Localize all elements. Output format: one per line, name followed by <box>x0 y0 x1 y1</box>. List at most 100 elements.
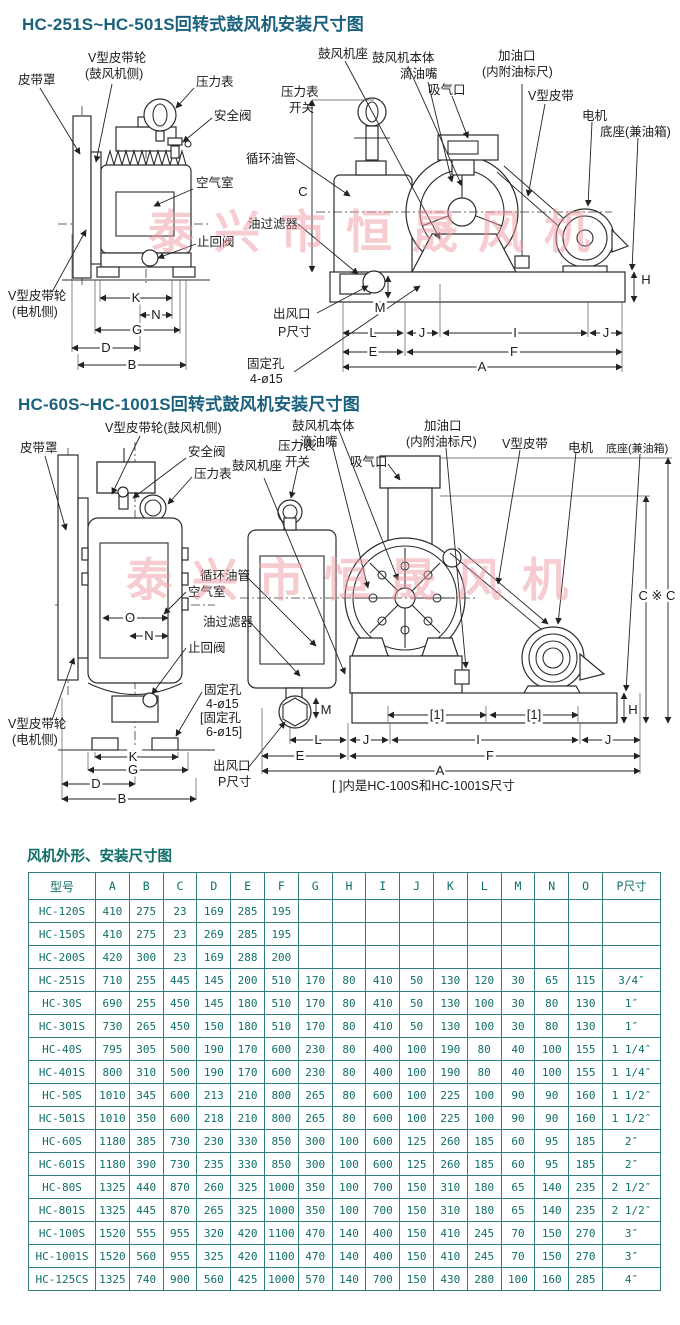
dim-cell <box>399 945 434 969</box>
dim-cell: 115 <box>568 968 603 992</box>
dim-cell: 795 <box>95 1037 130 1061</box>
dim-cell: 245 <box>466 1244 502 1268</box>
dim-cell: 270 <box>568 1221 603 1245</box>
dim-cell: 170 <box>297 991 333 1015</box>
gauge-switch-label2: 开关 <box>289 101 314 115</box>
dim-cell: 100 <box>466 1083 502 1107</box>
dim-cell: 30 <box>500 991 536 1015</box>
dim-cell: 90 <box>500 1083 536 1107</box>
dim-cell: 300 <box>128 945 164 969</box>
dim-cell: 80 <box>331 1106 367 1130</box>
dim-cell: 2″ <box>602 1129 661 1153</box>
model-cell: HC-200S <box>28 945 96 969</box>
dim-cell: 130 <box>568 991 603 1015</box>
dim-cell: 65 <box>500 1198 536 1222</box>
dim-B: B <box>128 357 137 372</box>
check-valve-label: 止回阀 <box>188 641 226 655</box>
dim-cell: 800 <box>263 1083 299 1107</box>
model-cell: HC-601S <box>28 1152 96 1176</box>
fixing-holes-label2: 4-ø15 <box>250 372 283 386</box>
dim-cell: 385 <box>128 1129 164 1153</box>
dim-cell: 350 <box>128 1106 164 1130</box>
dim-cell: 100 <box>399 1060 434 1084</box>
col-header: N <box>534 872 570 900</box>
dim-cell: 80 <box>331 968 367 992</box>
model-cell: HC-40S <box>28 1037 96 1061</box>
model-cell: HC-30S <box>28 991 96 1015</box>
dim-cell: 170 <box>297 1014 333 1038</box>
dim-cell: 400 <box>365 1037 401 1061</box>
v-pulley-motor-label: V型皮带轮 <box>8 717 66 731</box>
dim-cell: 130 <box>432 991 468 1015</box>
dim-cell: 190 <box>432 1060 468 1084</box>
dim-cell: 50 <box>399 968 434 992</box>
dim-D: D <box>91 776 100 791</box>
dim-cell: 330 <box>230 1152 265 1176</box>
dim-cell: 270 <box>568 1244 603 1268</box>
circ-oil-pipe-label: 循环油管 <box>200 568 250 583</box>
dim-cell: 1000 <box>263 1267 299 1291</box>
col-header: I <box>365 872 401 900</box>
dim-cell: 100 <box>466 1014 502 1038</box>
dim-cell: 600 <box>365 1152 401 1176</box>
model-cell: HC-80S <box>28 1175 96 1199</box>
dim-cell: 3″ <box>602 1221 661 1245</box>
dim-cell <box>331 945 367 969</box>
dim-cell: 1010 <box>95 1106 130 1130</box>
dim-cell: 500 <box>162 1037 198 1061</box>
col-header: H <box>331 872 367 900</box>
diagram2-dimension-lines <box>61 457 672 803</box>
dim-cell: 850 <box>263 1152 299 1176</box>
dim-cell: 80 <box>331 1037 367 1061</box>
dim-cell: 410 <box>432 1244 468 1268</box>
dim-cell: 120 <box>466 968 502 992</box>
dim-cell: 190 <box>432 1037 468 1061</box>
air-outlet-label: 出风口 <box>213 759 251 773</box>
dim-cell: 100 <box>500 1267 536 1291</box>
dim-cell: 2 1/2″ <box>602 1198 661 1222</box>
dim-cell: 185 <box>466 1152 502 1176</box>
dim-cell: 140 <box>331 1267 367 1291</box>
diagram1-dimension-lines <box>71 99 638 372</box>
dim-cell: 350 <box>297 1198 333 1222</box>
v-pulley-motor-label2: (电机侧) <box>12 305 58 319</box>
dim-cell: 400 <box>365 1244 401 1268</box>
dim-bracket2: [1] <box>527 707 541 722</box>
oil-filter-label: 油过滤器 <box>203 615 254 629</box>
dim-cell <box>568 922 603 946</box>
dim-cell <box>568 945 603 969</box>
dim-J2: J <box>603 325 610 340</box>
dim-cell: 1 1/4″ <box>602 1037 661 1061</box>
dim-cell: 1 1/2″ <box>602 1106 661 1130</box>
dim-cell <box>500 922 536 946</box>
fixing-holes-label: 固定孔 <box>204 682 242 697</box>
diagram2-right-view <box>240 455 618 729</box>
dim-cell: 410 <box>365 1014 401 1038</box>
dim-cell: 730 <box>95 1014 130 1038</box>
dim-cell: 100 <box>399 1083 434 1107</box>
dim-H: H <box>628 702 637 717</box>
dim-cell: 140 <box>331 1221 367 1245</box>
pressure-gauge-label: 压力表 <box>194 467 232 481</box>
dim-cell: 30 <box>500 968 536 992</box>
dim-H: H <box>641 272 650 287</box>
dim-cell: 1100 <box>263 1244 299 1268</box>
dim-cell: 140 <box>534 1175 570 1199</box>
dim-cell: 690 <box>95 991 130 1015</box>
dim-cell: 900 <box>162 1267 198 1291</box>
dim-cell: 260 <box>432 1152 468 1176</box>
air-chamber-label: 空气室 <box>196 175 234 190</box>
dim-cell <box>466 899 502 923</box>
dim-cell: 1 1/4″ <box>602 1060 661 1084</box>
dim-F: F <box>510 344 518 359</box>
dim-cell: 50 <box>399 1014 434 1038</box>
dim-K: K <box>129 749 138 764</box>
dim-cell: 285 <box>230 899 265 923</box>
oil-dripper-label: 滴油嘴 <box>300 434 338 449</box>
dim-cell: 410 <box>365 991 401 1015</box>
dim-cell: 180 <box>230 991 265 1015</box>
